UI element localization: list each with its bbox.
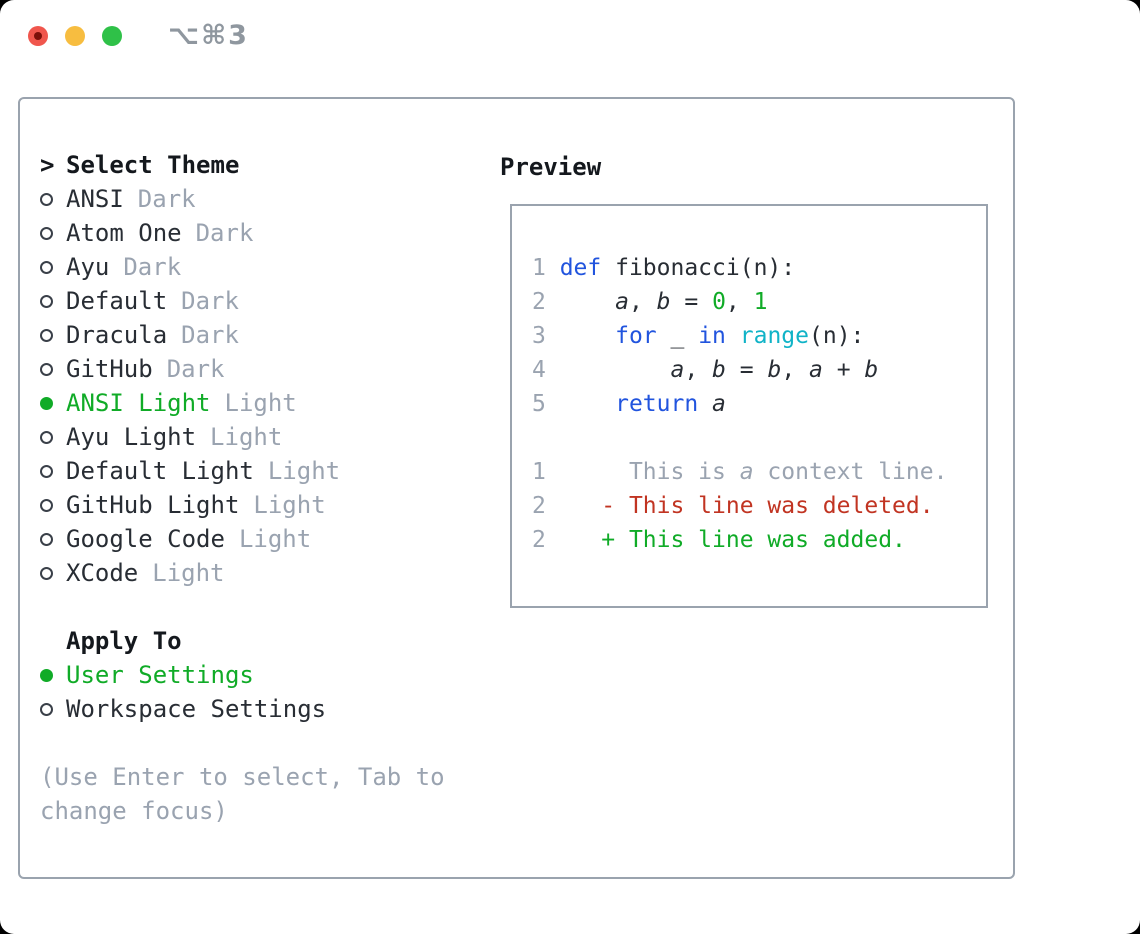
radio-icon <box>40 430 53 444</box>
radio-icon <box>40 362 53 376</box>
apply-option-workspace-settings[interactable]: Workspace Settings <box>40 692 480 726</box>
spacer <box>40 590 480 624</box>
code-line: 2 - This line was deleted. <box>532 493 934 519</box>
theme-option-ayu-light[interactable]: Ayu Light Light <box>40 420 480 454</box>
preview-box: 1 def fibonacci(n): 2 a, b = 0, 1 3 for _ … <box>510 204 988 608</box>
preview-title: Preview <box>500 153 602 181</box>
code-line: 1 def fibonacci(n): <box>532 255 796 281</box>
help-line: (Use Enter to select, Tab to <box>40 763 445 791</box>
theme-option-ansi[interactable]: ANSI Dark <box>40 182 480 216</box>
close-dot-icon <box>34 32 42 40</box>
option-label: Default <box>66 287 168 315</box>
theme-variant-label: Light <box>253 491 326 519</box>
option-label: GitHub Light <box>66 491 240 519</box>
theme-option-ansi-light[interactable]: ANSI Light Light <box>40 386 480 420</box>
option-label: Google Code <box>66 525 225 553</box>
theme-variant-label: Light <box>224 389 297 417</box>
theme-variant-label: Light <box>210 423 283 451</box>
window-title: ⌥⌘3 <box>168 20 249 51</box>
code-line: 2 a, b = 0, 1 <box>532 289 768 315</box>
help-text: (Use Enter to select, Tab to change focus… <box>40 760 480 828</box>
radio-icon <box>40 532 53 546</box>
option-label: ANSI <box>66 185 124 213</box>
apply-to-header: Apply To <box>40 624 480 658</box>
option-label: Ayu Light <box>66 423 197 451</box>
option-label: ANSI Light <box>66 389 211 417</box>
apply-option-user-settings[interactable]: User Settings <box>40 658 480 692</box>
preview-code: 1 def fibonacci(n): 2 a, b = 0, 1 3 for _ … <box>532 251 978 557</box>
radio-icon <box>40 464 53 478</box>
theme-picker-header: > Select Theme <box>40 148 480 182</box>
theme-variant-label: Dark <box>181 287 239 315</box>
theme-picker-title: Select Theme <box>66 151 240 179</box>
theme-option-google-code[interactable]: Google Code Light <box>40 522 480 556</box>
close-button[interactable] <box>28 26 48 46</box>
radio-icon <box>40 566 53 580</box>
option-label: Default Light <box>66 457 254 485</box>
option-label: Atom One <box>66 219 182 247</box>
theme-variant-label: Light <box>267 457 341 485</box>
code-line: 5 return a <box>532 391 726 417</box>
option-label: User Settings <box>66 661 254 689</box>
theme-option-github-light[interactable]: GitHub Light Light <box>40 488 480 522</box>
option-label: Ayu <box>66 253 110 281</box>
code-line: 4 a, b = b, a + b <box>532 357 879 383</box>
theme-option-default[interactable]: Default Dark <box>40 284 480 318</box>
option-label: XCode <box>66 559 139 587</box>
radio-icon <box>40 328 53 342</box>
theme-variant-label: Dark <box>166 355 225 383</box>
theme-variant-label: Dark <box>123 253 182 281</box>
title-bar: ⌥⌘3 <box>0 0 1140 72</box>
theme-option-github[interactable]: GitHub Dark <box>40 352 480 386</box>
code-line <box>532 421 978 455</box>
traffic-lights <box>28 26 122 46</box>
theme-variant-label: Dark <box>137 185 196 213</box>
radio-icon <box>40 702 53 716</box>
radio-icon <box>40 192 53 206</box>
apply-to-title: Apply To <box>66 627 182 655</box>
code-line: 3 for _ in range(n): <box>532 323 865 349</box>
option-label: GitHub <box>66 355 153 383</box>
code-line: 2 + This line was added. <box>532 527 906 553</box>
theme-variant-label: Light <box>152 559 225 587</box>
radio-icon <box>40 226 53 240</box>
option-label: Dracula <box>66 321 168 349</box>
radio-icon <box>40 498 53 512</box>
radio-icon <box>40 294 53 308</box>
theme-variant-label: Dark <box>195 219 254 247</box>
radio-selected-icon <box>40 668 53 682</box>
minimize-button[interactable] <box>65 26 85 46</box>
radio-selected-icon <box>40 396 53 410</box>
spacer <box>40 726 480 760</box>
prompt-icon: > <box>40 151 55 179</box>
theme-option-default-light[interactable]: Default Light Light <box>40 454 480 488</box>
option-label: Workspace Settings <box>66 695 327 723</box>
theme-option-xcode[interactable]: XCode Light <box>40 556 480 590</box>
zoom-button[interactable] <box>102 26 122 46</box>
theme-variant-label: Dark <box>181 321 239 349</box>
code-line: 1 This is a context line. <box>532 459 948 485</box>
theme-option-atom-one[interactable]: Atom One Dark <box>40 216 480 250</box>
help-line: change focus) <box>40 797 228 825</box>
theme-variant-label: Light <box>238 525 312 553</box>
theme-option-ayu[interactable]: Ayu Dark <box>40 250 480 284</box>
radio-icon <box>40 260 53 274</box>
theme-option-dracula[interactable]: Dracula Dark <box>40 318 480 352</box>
